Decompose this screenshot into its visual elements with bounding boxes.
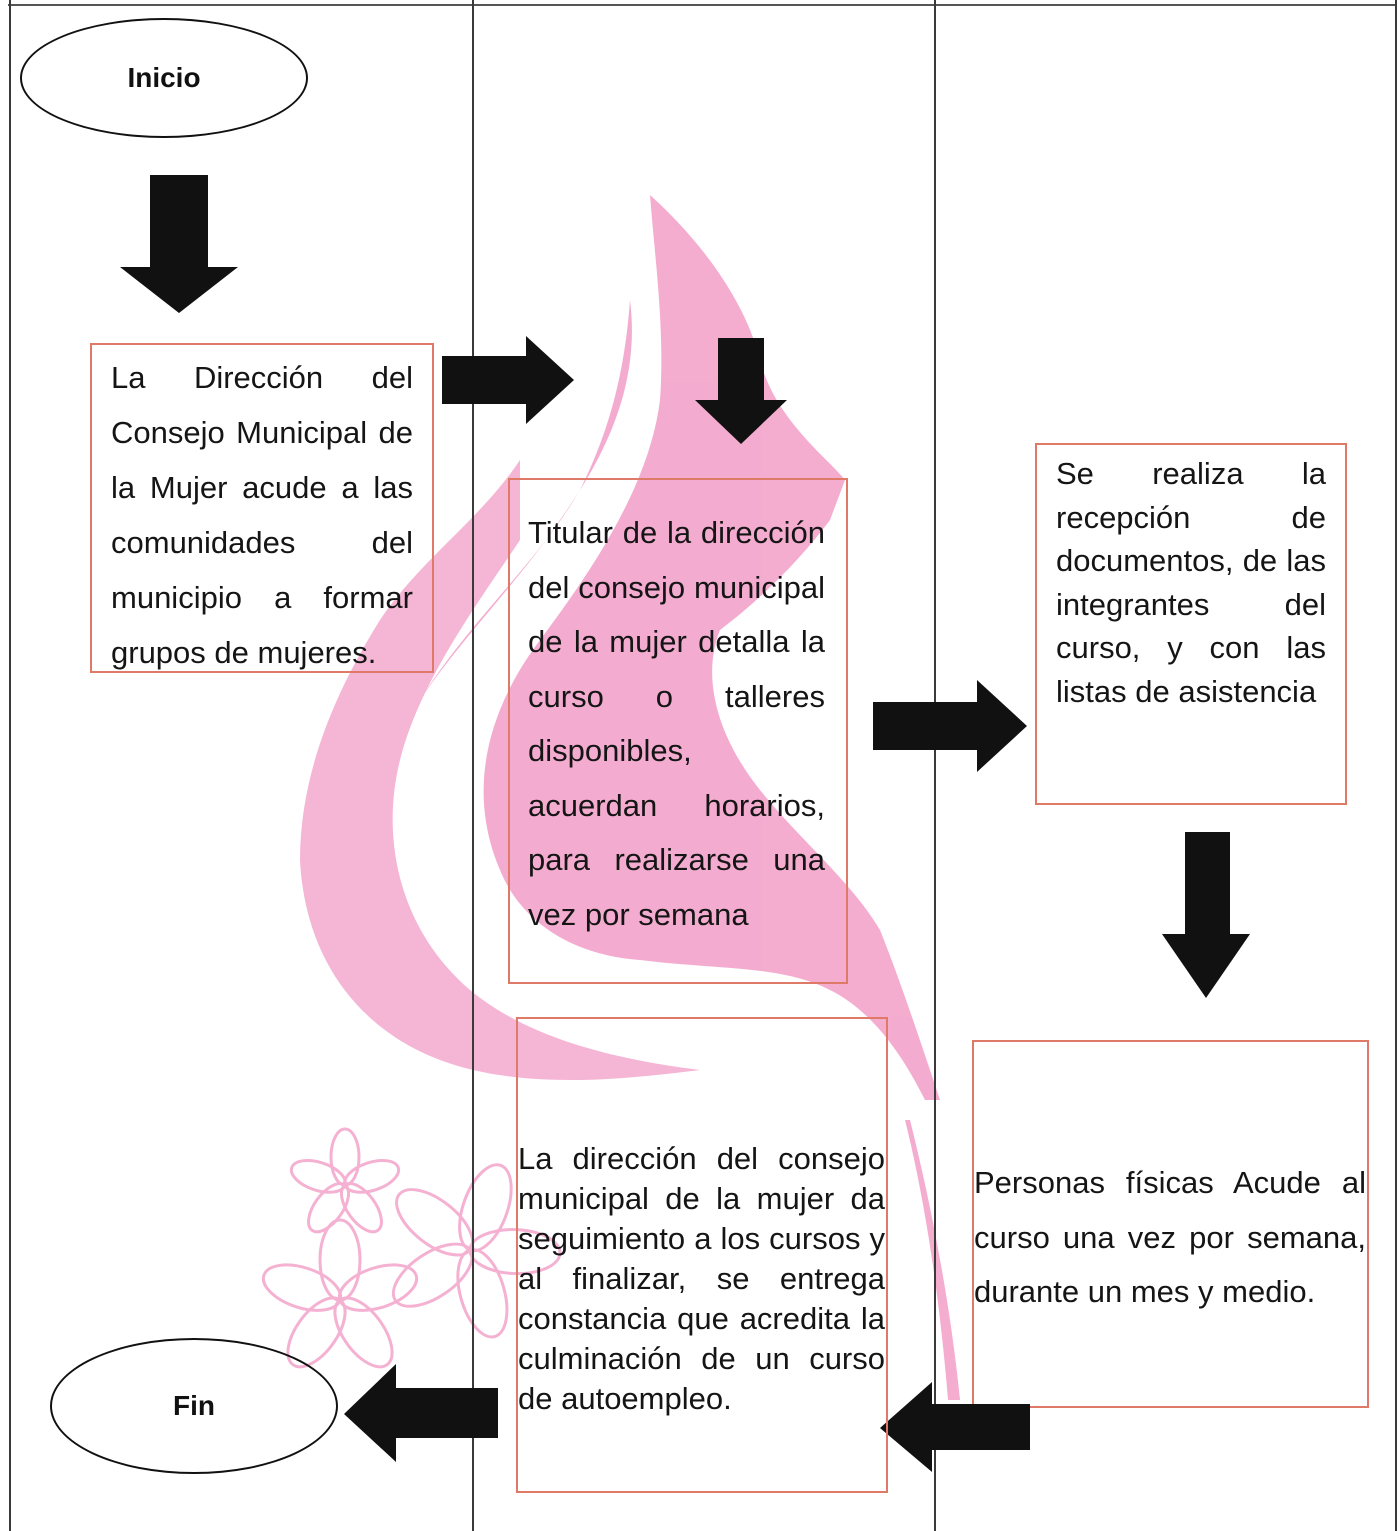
step-5-box [516, 1017, 888, 1493]
arrow-left-4 [880, 1382, 1030, 1472]
step-4-text: Personas físicas Acude al curso una vez … [974, 1165, 1366, 1309]
arrow-left-5 [344, 1364, 498, 1462]
arrow-down-start [120, 175, 238, 313]
arrow-down-2 [695, 338, 787, 444]
lane-divider-1 [472, 0, 474, 1531]
lane-divider-left [9, 0, 11, 1531]
end-label: Fin [173, 1390, 215, 1421]
start-terminal: Inicio [20, 18, 308, 138]
arrow-right-2 [873, 680, 1027, 772]
lane-divider-right [1395, 0, 1397, 1531]
step-1-text: La Dirección del Consejo Municipal de la… [111, 360, 413, 670]
end-terminal: Fin [50, 1338, 338, 1474]
arrow-down-3 [1162, 832, 1250, 998]
start-label: Inicio [127, 62, 201, 93]
step-4-box [972, 1040, 1369, 1408]
step-3-box [1035, 443, 1347, 805]
step-2-box [508, 478, 848, 984]
step-3-text: Se realiza la recepción de documentos, d… [1056, 456, 1326, 709]
step-5-text: La dirección del consejo municipal de la… [518, 1141, 885, 1416]
arrow-right-1 [442, 336, 574, 424]
lane-divider-2 [934, 0, 936, 1531]
diagram-top-border [8, 4, 1396, 6]
step-2-text: Titular de la dirección del consejo muni… [528, 515, 825, 932]
step-1-box [90, 343, 434, 673]
